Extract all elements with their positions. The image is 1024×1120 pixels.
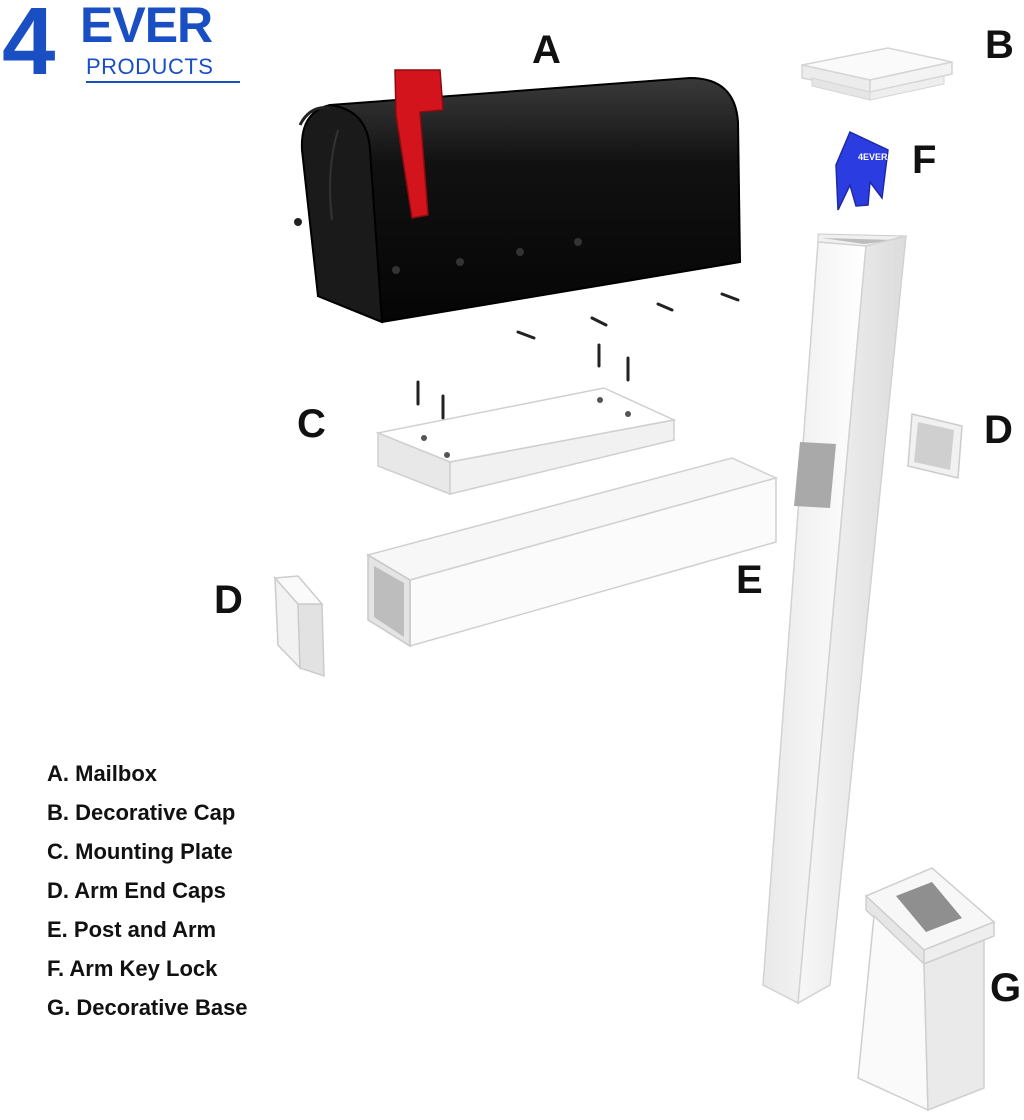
mounting-screws: [416, 292, 740, 420]
arm-key-lock: 4EVER: [835, 130, 889, 211]
decorative-base: [857, 867, 996, 1112]
legend-item: B. Decorative Cap: [47, 800, 236, 825]
callout-d-right: D: [984, 408, 1013, 452]
legend-item: G. Decorative Base: [47, 995, 248, 1020]
arm-end-cap-left: [273, 575, 325, 678]
logo-numeral: 4: [2, 0, 55, 95]
legend-item: E. Post and Arm: [47, 917, 217, 942]
legend-item: C. Mounting Plate: [47, 839, 233, 864]
key-lock-mark: 4EVER: [858, 152, 888, 162]
logo-underline: [86, 81, 240, 83]
mounting-plate: [375, 387, 677, 496]
legend-item: D. Arm End Caps: [47, 878, 226, 903]
callout-b: B: [985, 23, 1014, 67]
parts-legend: A. Mailbox B. Decorative Cap C. Mounting…: [47, 760, 248, 1033]
mailbox-post: [762, 233, 907, 1005]
decorative-cap: [801, 47, 953, 101]
callout-d-left: D: [214, 578, 243, 622]
mailbox: [294, 76, 742, 324]
callout-a: A: [532, 28, 561, 72]
mailbox-flag: [394, 69, 444, 219]
legend-item: F. Arm Key Lock: [47, 956, 218, 981]
mailbox-arm: [366, 457, 779, 648]
callout-c: C: [297, 402, 326, 446]
callout-g: G: [990, 966, 1022, 1010]
callout-f: F: [912, 138, 937, 182]
callout-e: E: [736, 558, 763, 602]
arm-end-cap-right: [907, 413, 963, 479]
logo-tagline: PRODUCTS: [86, 54, 214, 79]
logo-word: EVER: [80, 0, 213, 53]
brand-logo: 4 EVER PRODUCTS: [0, 0, 250, 90]
legend-item: A. Mailbox: [47, 761, 158, 786]
